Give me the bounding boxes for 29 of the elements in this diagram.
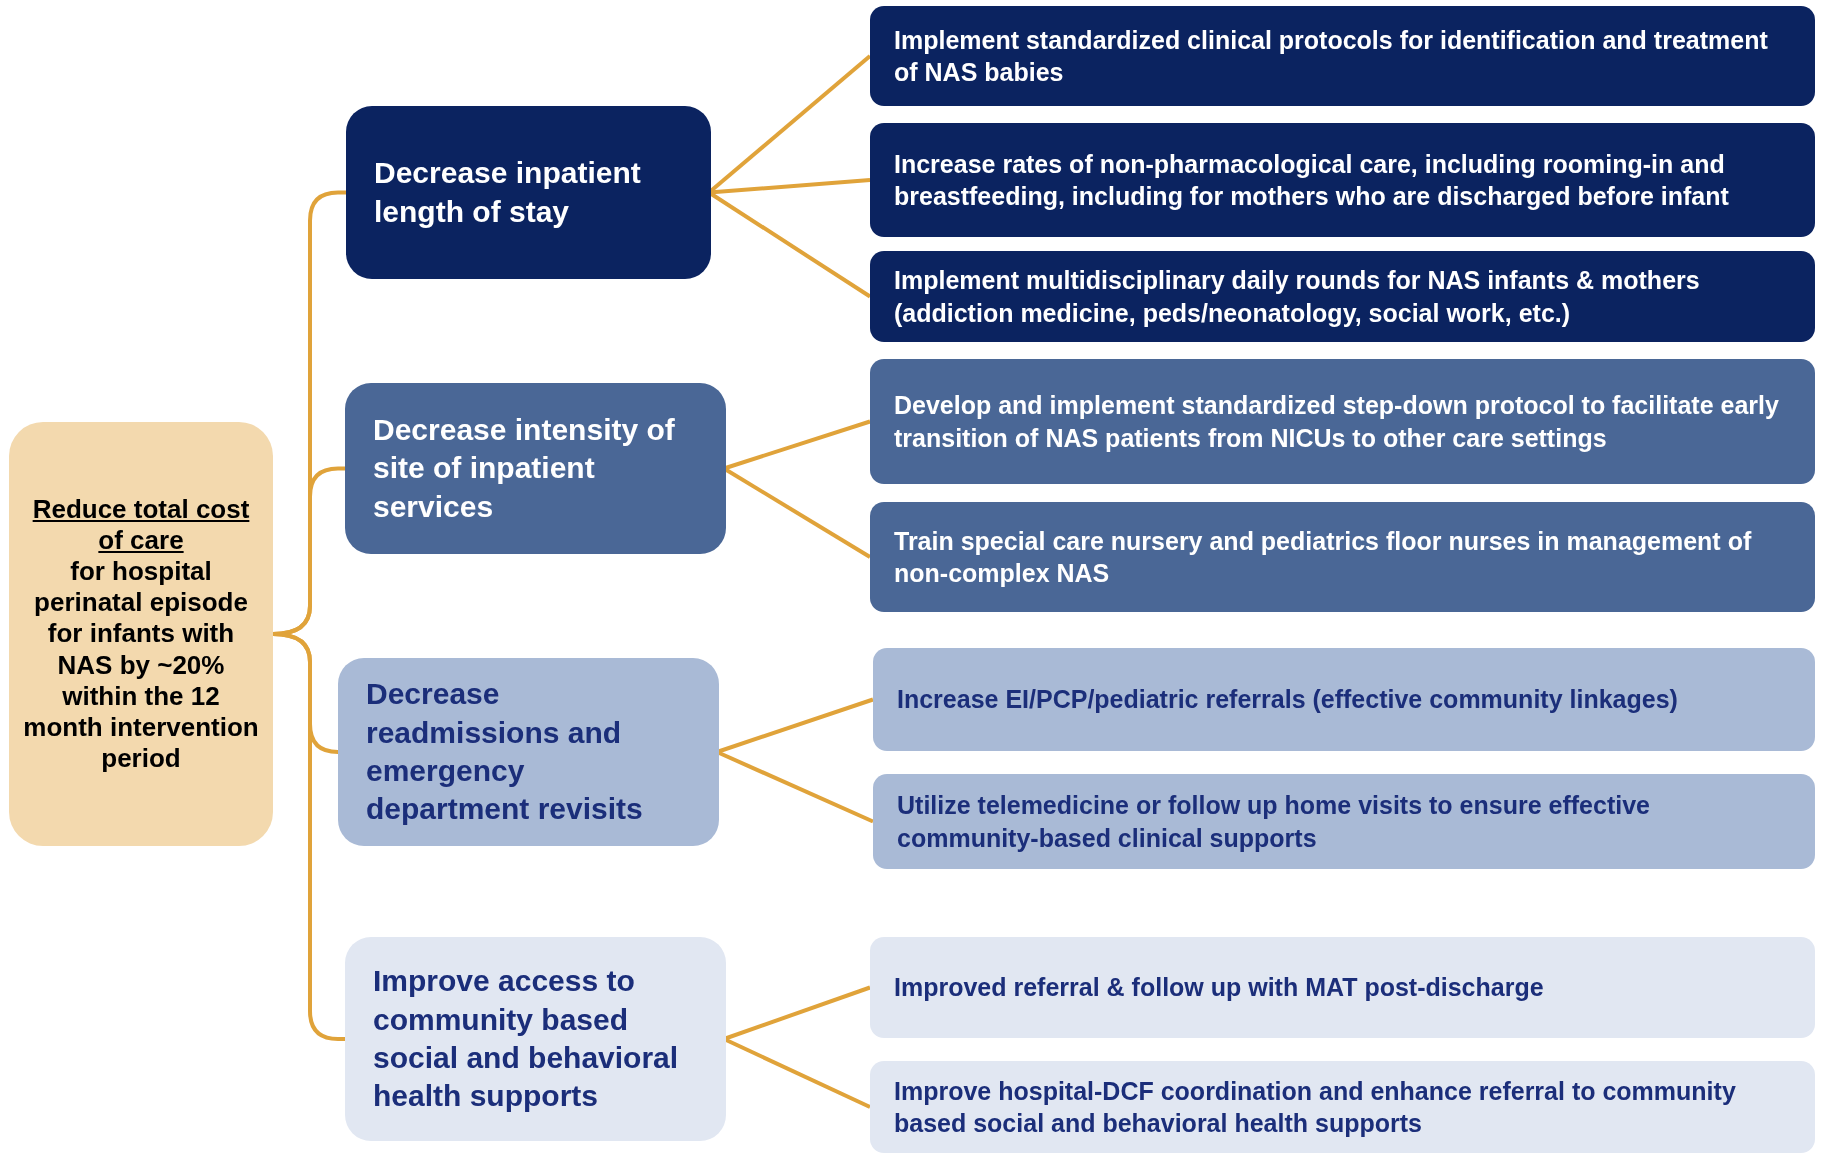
intervention-box [870,251,1815,342]
box-text: Implement standardized clinical protocols for identification and treatment of NAS babies [894,24,1769,88]
box-text: Improve access to community based social and behavioral health supports [373,963,680,1115]
box-text: for hospital perinatal episode for infants with NAS by ~20% within the 12 month intervention period [22,556,260,775]
driver-box [338,658,719,846]
intervention-box [873,648,1815,751]
box-text: Utilize telemedicine or follow up home visits to ensure effective community-based clinical supports [897,790,1651,854]
driver-box [346,106,711,279]
intervention-box [870,359,1815,484]
box-text: Improved referral & follow up with MAT post-discharge [894,972,1545,1004]
box-text: Train special care nursery and pediatrics floor nurses in management of non-complex NAS [894,525,1753,589]
box-text: Decrease intensity of site of inpatient services [373,411,676,525]
connector-line [272,632,345,1041]
intervention-box [870,123,1815,237]
box-text: Increase rates of non-pharmacological care, including rooming-in and breastfeeding, including for mothers who are discharged before infant [894,148,1730,212]
goal-box [9,422,273,846]
box-text: Improve hospital-DCF coordination and enhance referral to community based social and behavioral health supports [894,1075,1737,1139]
box-text: Implement multidisciplinary daily rounds for NAS infants & mothers (addiction medicine, peds/neonatology, social work, etc.) [894,265,1701,329]
intervention-box [870,6,1815,106]
box-text: Decrease inpatient length of stay [374,155,642,230]
intervention-box [870,937,1815,1038]
box-text: Decrease readmissions and emergency department revisits [366,676,644,828]
intervention-box [873,774,1815,869]
intervention-box [870,1061,1815,1153]
driver-box [345,383,726,554]
box-text: Develop and implement standardized step-down protocol to facilitate early transition of NAS patients from NICUs to other care settings [894,390,1780,454]
box-text: Increase EI/PCP/pediatric referrals (effective community linkages) [897,684,1679,716]
driver-box [345,937,726,1141]
intervention-box [870,502,1815,612]
